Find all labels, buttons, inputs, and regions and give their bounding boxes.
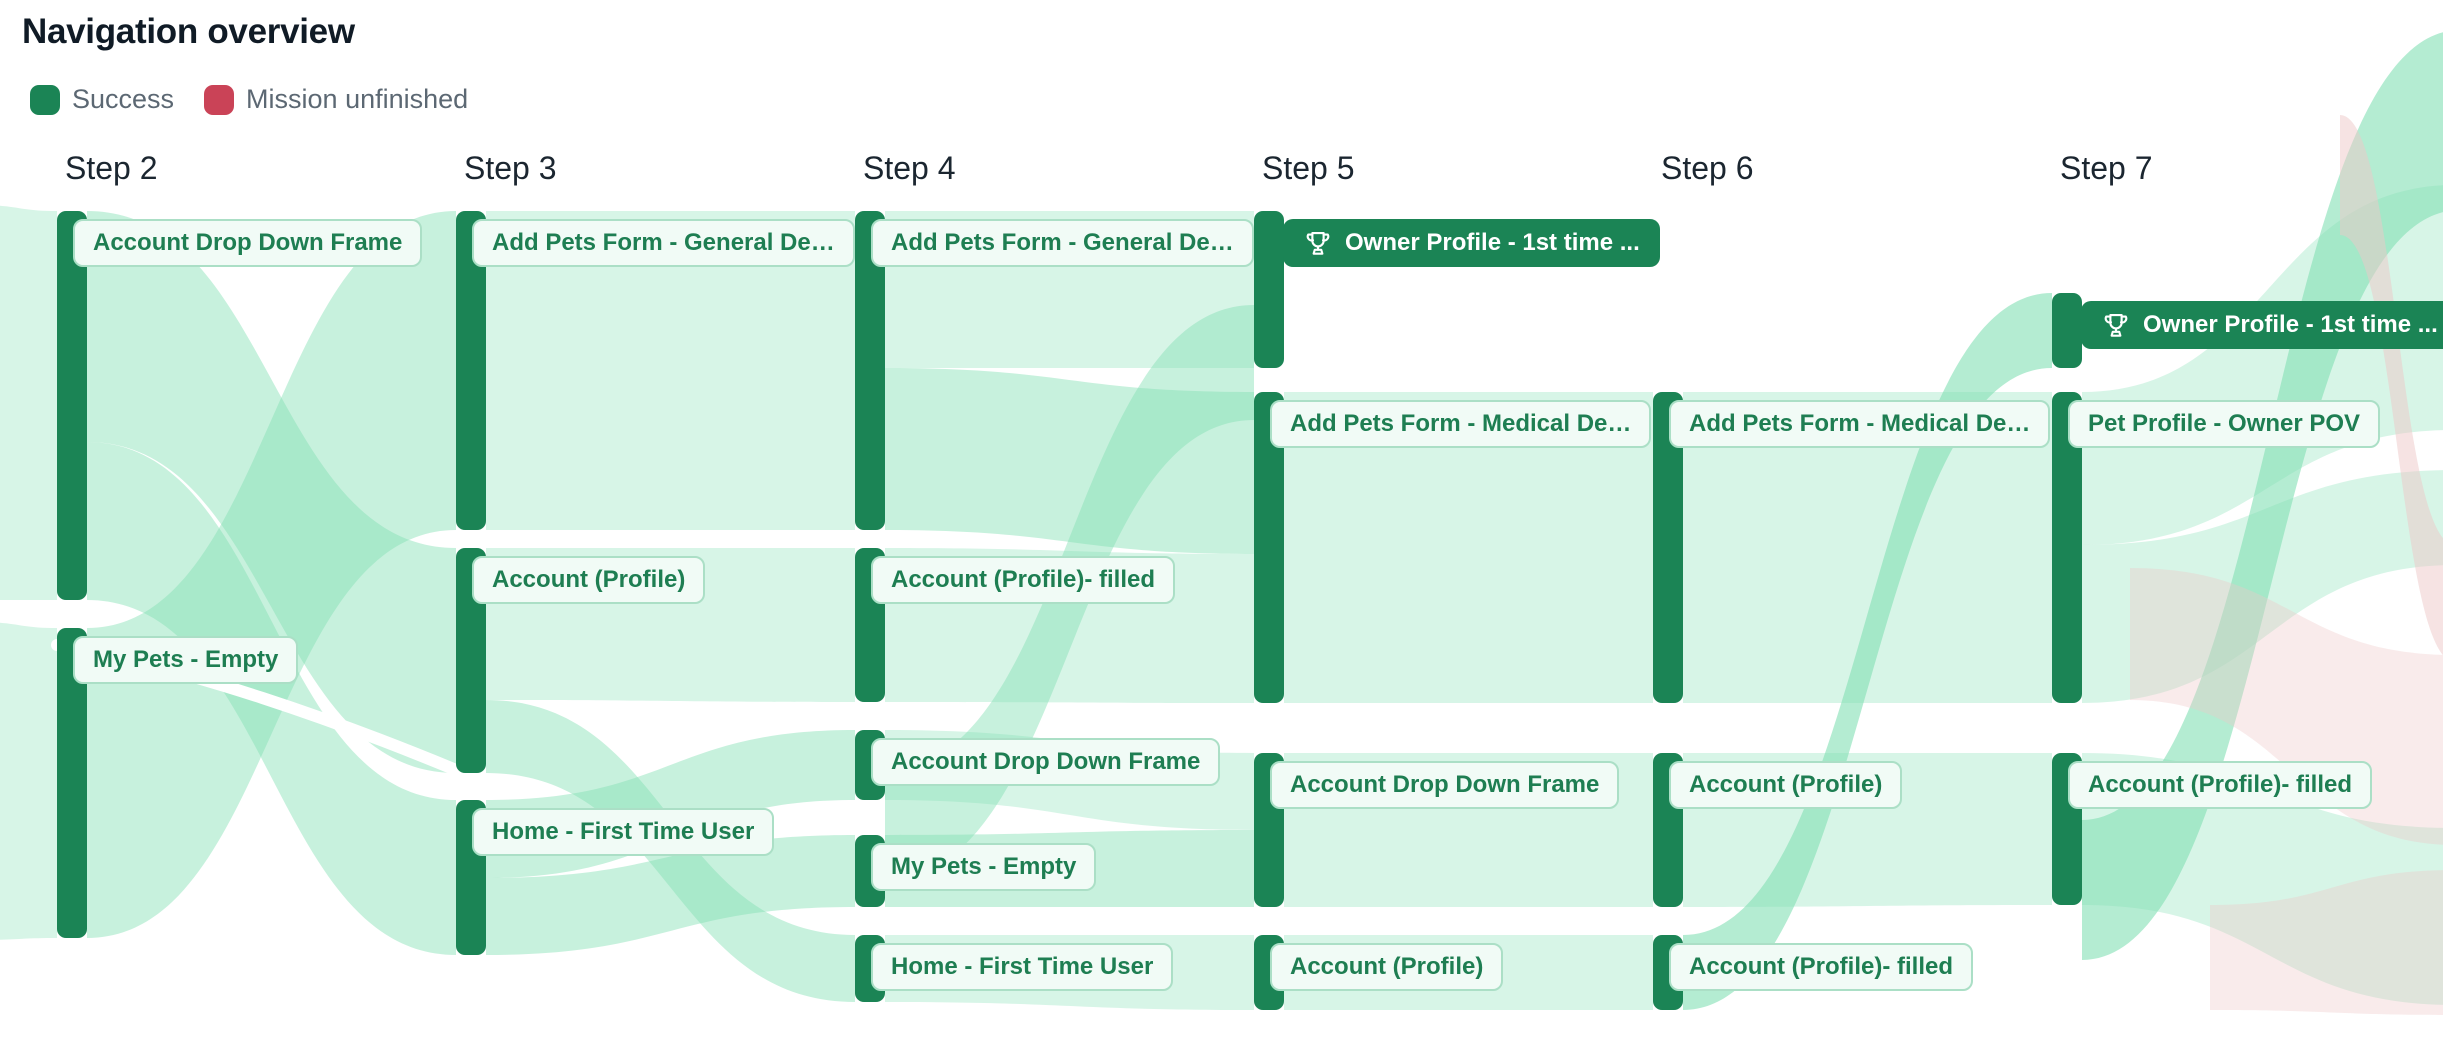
step-header-3: Step 3 [464, 150, 557, 186]
legend: Success Mission unfinished [30, 84, 468, 115]
trophy-icon [1306, 231, 1330, 255]
sankey-node-label-s7n2[interactable]: Pet Profile - Owner POV [2068, 400, 2381, 448]
flow-s5n2-to-s6n1 [1284, 392, 1653, 703]
flow-s2n1-to-s3n2 [87, 211, 456, 773]
sankey-node-label-s5n3[interactable]: Account Drop Down Frame [1270, 761, 1620, 809]
flow-s6n3-to-s7n1 [1683, 293, 2052, 1010]
sankey-node-bar-s7n1[interactable] [2052, 293, 2082, 368]
sankey-node-bar-s2n1[interactable] [57, 211, 87, 600]
sankey-node-label-s3n2[interactable]: Account (Profile) [472, 556, 706, 604]
flow-inflow-top-left [0, 205, 57, 601]
sankey-node-bar-s5n1[interactable] [1254, 211, 1284, 368]
sankey-node-label-s5n2[interactable]: Add Pets Form - Medical De… [1270, 400, 1652, 448]
sankey-node-label-s4n3[interactable]: Account Drop Down Frame [871, 738, 1221, 786]
sankey-node-label-s5n4[interactable]: Account (Profile) [1270, 943, 1504, 991]
page-title: Navigation overview [22, 12, 355, 51]
sankey-node-label-s4n2[interactable]: Account (Profile)- filled [871, 556, 1175, 604]
sankey-node-label-s7n1[interactable]: Owner Profile - 1st time ... [2081, 301, 2443, 349]
sankey-node-label-s4n5[interactable]: Home - First Time User [871, 943, 1174, 991]
sankey-node-label-s6n3[interactable]: Account (Profile)- filled [1669, 943, 1973, 991]
trophy-icon [2104, 313, 2128, 337]
sankey-node-label-s4n1[interactable]: Add Pets Form - General De… [871, 219, 1254, 267]
flow-s6n1-to-s7n2 [1683, 392, 2052, 703]
flow-s3n3-to-s4n4 [486, 835, 855, 955]
sankey-node-label-s2n2[interactable]: My Pets - Empty [73, 636, 299, 684]
step-header-4: Step 4 [863, 150, 956, 186]
sankey-node-label-s5n1[interactable]: Owner Profile - 1st time ... [1283, 219, 1660, 267]
flow-s2n2-to-s3n1 [87, 211, 456, 938]
node-label-text: Owner Profile - 1st time ... [2143, 311, 2438, 338]
flow-s4n1-to-s5n2 [885, 368, 1254, 554]
step-header-7: Step 7 [2060, 150, 2153, 186]
legend-label: Success [72, 84, 175, 114]
node-label-text: Owner Profile - 1st time ... [1345, 229, 1640, 256]
sankey-node-label-s6n2[interactable]: Account (Profile) [1669, 761, 1903, 809]
flow-s3n1-to-s4n1 [486, 211, 855, 530]
sankey-node-label-s3n3[interactable]: Home - First Time User [472, 808, 775, 856]
legend-item-mission-unfinished: Mission unfinished [204, 84, 468, 115]
legend-swatch-success [30, 84, 60, 115]
legend-item-success: Success [30, 84, 174, 115]
flow-inflow-bottom-left [0, 622, 57, 940]
flow-outflow-right-3 [2082, 753, 2443, 1005]
sankey-node-label-s3n1[interactable]: Add Pets Form - General De… [472, 219, 855, 267]
sankey-node-label-s6n1[interactable]: Add Pets Form - Medical De… [1669, 400, 2051, 448]
flow-unfinished-right-1 [2340, 115, 2443, 655]
sankey-node-label-s7n3[interactable]: Account (Profile)- filled [2068, 761, 2372, 809]
step-header-6: Step 6 [1661, 150, 1754, 186]
sankey-node-label-s2n1[interactable]: Account Drop Down Frame [73, 219, 423, 267]
step-header-2: Step 2 [65, 150, 158, 186]
sankey-node-label-s4n4[interactable]: My Pets - Empty [871, 843, 1097, 891]
legend-label: Mission unfinished [246, 84, 469, 114]
flow-outflow-right-bright [2082, 32, 2443, 960]
legend-swatch-mission-unfinished [204, 84, 235, 115]
step-header-5: Step 5 [1262, 150, 1355, 186]
flow-unfinished-right-3 [2210, 870, 2443, 1015]
